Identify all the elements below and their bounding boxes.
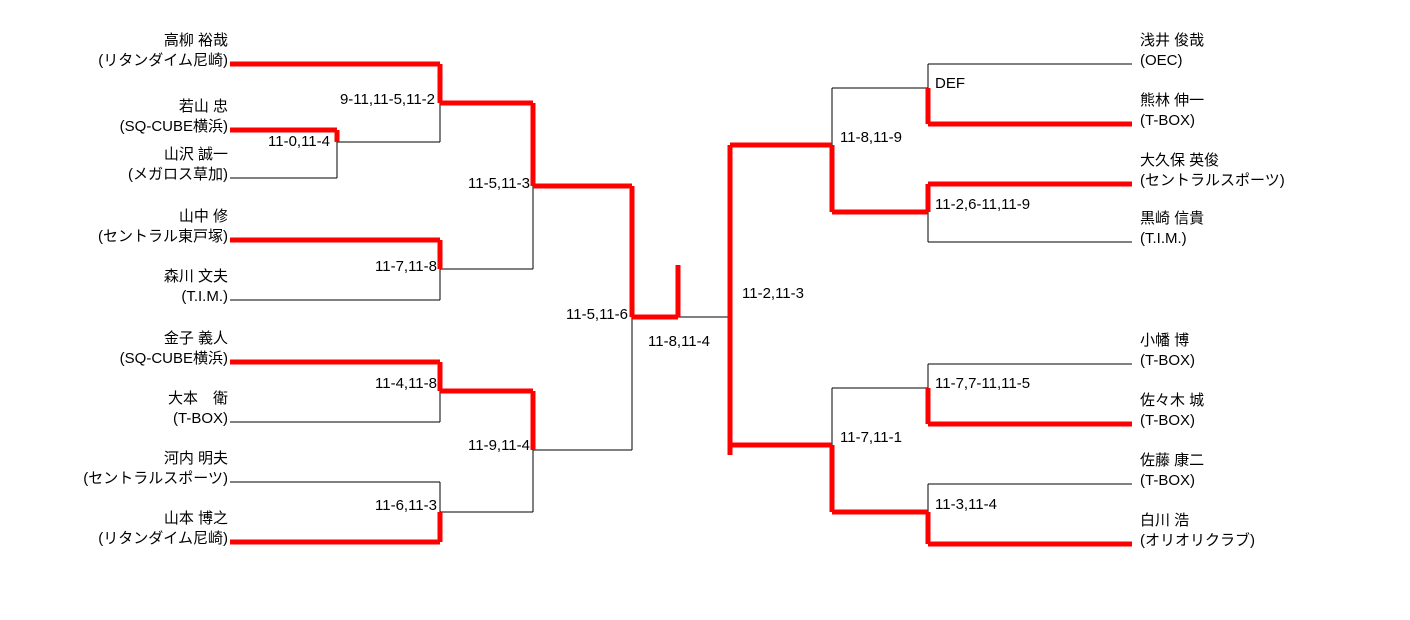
player-club: (T-BOX): [1140, 352, 1195, 369]
match-score-m-r-r2-b: 11-2,6-11,11-9: [935, 196, 1031, 213]
player-left-7: 河内 明夫 (セントラルスポーツ): [0, 449, 228, 489]
match-score-m-r-r2-a: DEF: [935, 75, 965, 92]
player-name: 黒崎 信貴: [1140, 210, 1205, 227]
player-club: (セントラル東戸塚): [98, 228, 228, 245]
player-left-8: 山本 博之 (リタンダイム尼崎): [0, 509, 228, 549]
match-score-m-r-r2-c: 11-7,7-11,11-5: [935, 375, 1031, 392]
player-club: (T-BOX): [1140, 112, 1195, 129]
player-right-4: 小幡 博 (T-BOX): [1140, 331, 1410, 371]
player-right-0: 浅井 俊哉 (OEC): [1140, 31, 1410, 71]
player-club: (T-BOX): [1140, 472, 1195, 489]
player-name: 山本 博之: [163, 510, 228, 527]
player-club: (T.I.M.): [181, 288, 228, 305]
match-score-m-r-r4: 11-2,11-3: [742, 285, 804, 302]
match-score-m-l-r2-d: 11-6,11-3: [375, 497, 437, 514]
player-name: 小幡 博: [1140, 332, 1190, 349]
match-score-m-l-r4: 11-5,11-6: [566, 306, 628, 323]
player-name: 浅井 俊哉: [1140, 32, 1205, 49]
player-club: (SQ-CUBE横浜): [119, 118, 228, 135]
player-right-2: 大久保 英俊 (セントラルスポーツ): [1140, 151, 1410, 191]
player-club: (リタンダイム尼崎): [98, 52, 228, 69]
player-right-3: 黒崎 信貴 (T.I.M.): [1140, 209, 1410, 249]
player-right-7: 白川 浩 (オリオリクラブ): [1140, 511, 1410, 551]
match-score-m-r-r2-d: 11-3,11-4: [935, 496, 997, 513]
player-club: (OEC): [1140, 52, 1183, 69]
player-name: 河内 明夫: [163, 450, 228, 467]
player-left-1: 若山 忠 (SQ-CUBE横浜): [0, 97, 228, 137]
match-score-m-l-r3-b: 11-9,11-4: [468, 437, 530, 454]
player-left-5: 金子 義人 (SQ-CUBE横浜): [0, 329, 228, 369]
player-name: 白川 浩: [1140, 512, 1190, 529]
player-club: (セントラルスポーツ): [83, 470, 228, 487]
match-score-m-r-r3-b: 11-7,11-1: [840, 429, 902, 446]
player-left-0: 高柳 裕哉 (リタンダイム尼崎): [0, 31, 228, 71]
player-name: 佐藤 康二: [1140, 452, 1205, 469]
player-left-4: 森川 文夫 (T.I.M.): [0, 267, 228, 307]
match-score-m-l-r2-b: 11-7,11-8: [375, 258, 437, 275]
player-club: (メガロス草加): [128, 166, 228, 183]
player-name: 山沢 誠一: [163, 146, 228, 163]
player-club: (SQ-CUBE横浜): [119, 350, 228, 367]
player-left-6: 大本 衛 (T-BOX): [0, 389, 228, 429]
player-club: (リタンダイム尼崎): [98, 530, 228, 547]
player-name: 高柳 裕哉: [163, 32, 228, 49]
loser-path-group: [230, 63, 1132, 513]
player-name: 佐々木 城: [1140, 392, 1205, 409]
player-name: 森川 文夫: [163, 268, 228, 285]
player-name: 大久保 英俊: [1140, 152, 1220, 169]
match-score-m-l-r3-a: 11-5,11-3: [468, 175, 530, 192]
player-club: (オリオリクラブ): [1140, 532, 1255, 549]
player-club: (T-BOX): [1140, 412, 1195, 429]
match-score-m-r-r3-a: 11-8,11-9: [840, 129, 902, 146]
player-right-6: 佐藤 康二 (T-BOX): [1140, 451, 1410, 491]
winner-path-group: [230, 61, 1132, 547]
player-club: (T.I.M.): [1140, 230, 1187, 247]
player-name: 山中 修: [178, 208, 228, 225]
match-score-m-final: 11-8,11-4: [648, 333, 710, 350]
match-score-m-l-r2-a: 9-11,11-5,11-2: [339, 91, 435, 108]
player-right-5: 佐々木 城 (T-BOX): [1140, 391, 1410, 431]
player-club: (セントラルスポーツ): [1140, 172, 1285, 189]
player-right-1: 熊林 伸一 (T-BOX): [1140, 91, 1410, 131]
match-score-m-l-r2-c: 11-4,11-8: [375, 375, 437, 392]
player-name: 若山 忠: [178, 98, 228, 115]
match-score-m-l-r1-a: 11-0,11-4: [268, 133, 330, 150]
player-club: (T-BOX): [173, 410, 228, 427]
player-left-2: 山沢 誠一 (メガロス草加): [0, 145, 228, 185]
player-name: 金子 義人: [163, 330, 228, 347]
player-name: 熊林 伸一: [1140, 92, 1205, 109]
player-left-3: 山中 修 (セントラル東戸塚): [0, 207, 228, 247]
player-name: 大本 衛: [167, 390, 228, 407]
